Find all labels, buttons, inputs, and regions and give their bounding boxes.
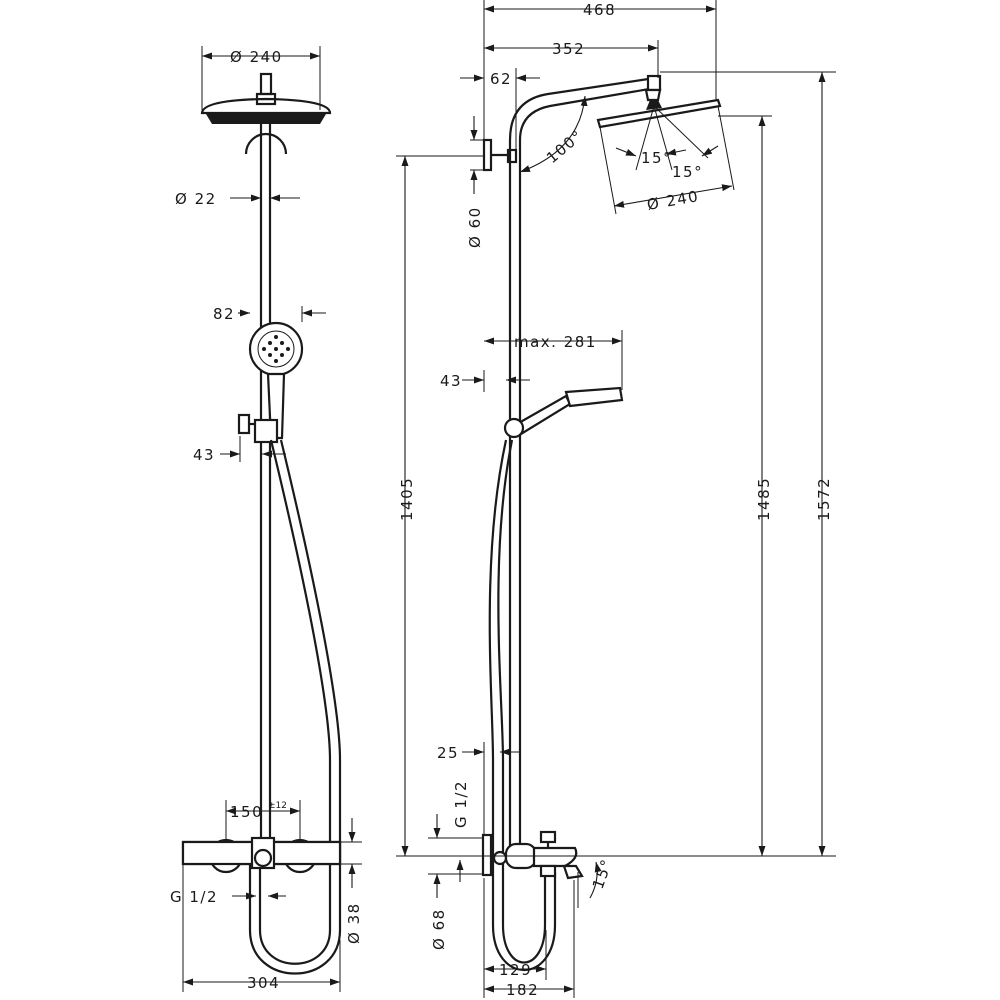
front-riser-pipe	[259, 124, 272, 842]
front-inlet-spacing-label: 150	[230, 803, 263, 821]
front-connection-thread-label: G 1/2	[170, 888, 218, 906]
side-wall-bracket	[482, 138, 518, 172]
front-head-diameter-label: Ø 240	[230, 48, 283, 66]
front-slider	[237, 413, 279, 444]
side-spout-reach-label: 182	[506, 981, 539, 999]
side-tilt-right-label: 15°	[672, 163, 703, 181]
side-dims	[396, 0, 836, 998]
side-rail-offset-label: 25	[437, 744, 459, 762]
side-view: 468 352 62 100° 15° 15° Ø 240 Ø 60 max. …	[396, 0, 836, 999]
side-height-total-label: 1572	[815, 477, 833, 521]
front-hand-shower	[248, 321, 304, 440]
front-holder-offset-label: 43	[193, 446, 215, 464]
front-pipe-diameter-label: Ø 22	[175, 190, 217, 208]
side-mixer	[481, 830, 584, 880]
side-head-diameter-label: Ø 240	[646, 187, 701, 214]
front-handshower-width-label: 82	[213, 305, 235, 323]
side-shower-head	[596, 88, 722, 129]
side-tilt-left-label: 15°	[641, 149, 672, 167]
front-hose	[248, 439, 342, 975]
side-wall-offset-label: 62	[490, 70, 512, 88]
side-height-bracket-label: 1405	[398, 477, 416, 521]
side-rosette-diameter-label: Ø 68	[430, 908, 448, 950]
front-labels: Ø 240 Ø 22 82 43 150 ±12 G 1/2 Ø 38 304	[170, 48, 363, 992]
side-handshower-reach-label: max. 281	[514, 333, 597, 351]
side-hose	[488, 439, 557, 972]
side-connection-thread-label: G 1/2	[452, 780, 470, 828]
front-mixer-width-label: 304	[247, 974, 280, 992]
front-dims	[182, 46, 362, 992]
side-riser	[508, 74, 662, 858]
front-view: Ø 240 Ø 22 82 43 150 ±12 G 1/2 Ø 38 304	[170, 46, 363, 992]
side-total-projection-label: 468	[583, 1, 616, 19]
side-arm-angle-label: 100°	[543, 126, 587, 167]
front-shower-head	[200, 72, 332, 155]
side-height-head-label: 1485	[755, 477, 773, 521]
side-bracket-diameter-label: Ø 60	[466, 206, 484, 248]
side-mixer-depth-label: 129	[499, 961, 532, 979]
side-labels: 468 352 62 100° 15° 15° Ø 240 Ø 60 max. …	[398, 1, 833, 999]
side-holder-offset-label: 43	[440, 372, 462, 390]
front-mixer-diameter-label: Ø 38	[345, 902, 363, 944]
side-hand-shower	[503, 386, 624, 439]
front-mixer	[181, 836, 342, 874]
side-arm-projection-label: 352	[552, 40, 585, 58]
side-spout-angle-label: 15°	[589, 856, 617, 891]
front-inlet-tolerance-label: ±12	[268, 801, 287, 811]
